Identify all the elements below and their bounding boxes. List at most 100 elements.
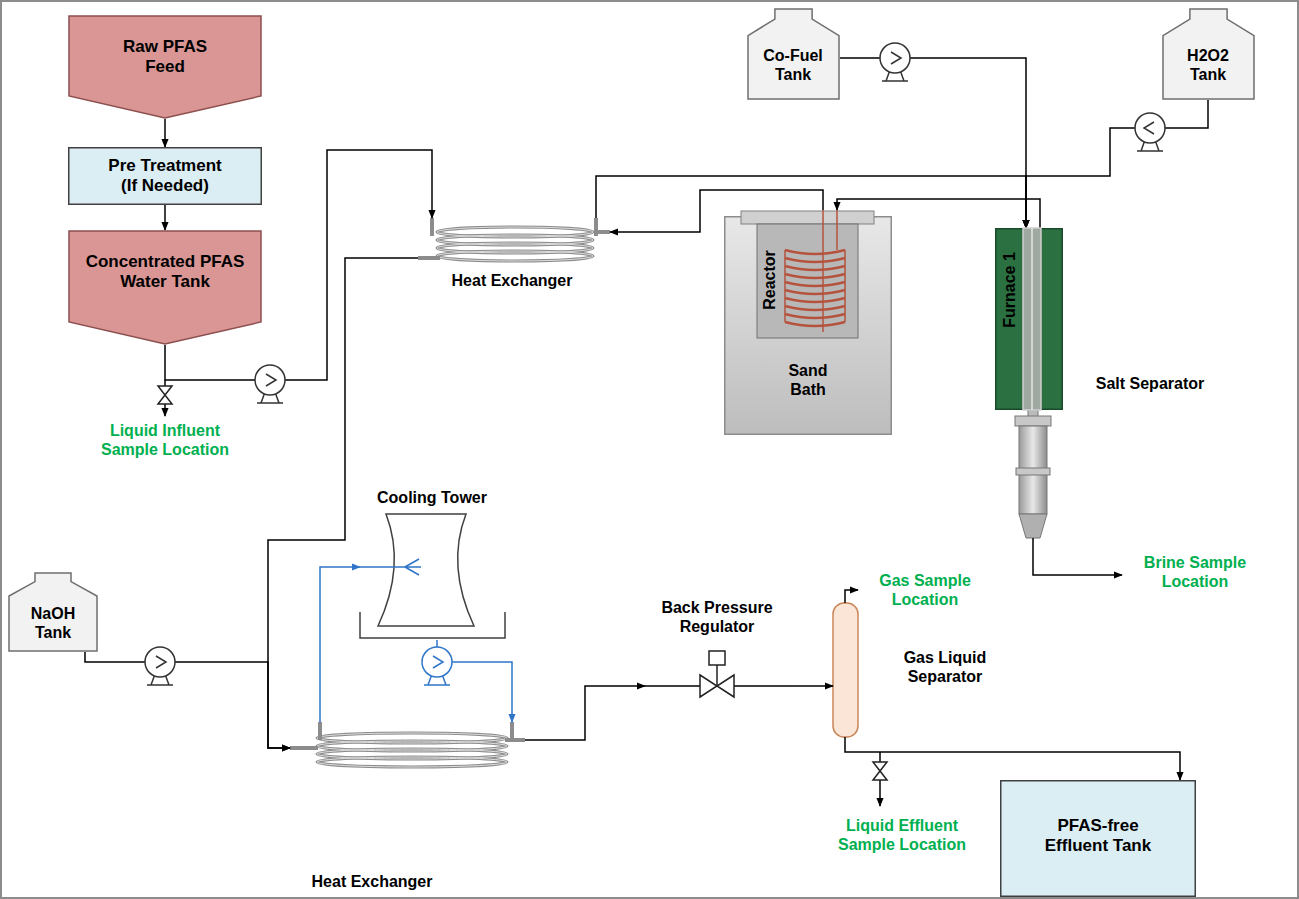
pump [880,43,910,81]
flow-line [164,119,166,147]
valve [716,665,718,686]
node-outline [785,210,845,332]
pump [891,52,901,64]
sample-location-label: Liquid Influent Sample Location [93,421,238,459]
node-outline [785,290,845,294]
pump [1135,113,1165,151]
valve [158,386,172,404]
node-label: Reactor [760,250,779,310]
node-label: Heat Exchanger [422,271,602,290]
node-outline [785,282,845,286]
node-outline [1023,228,1041,410]
sample-line [879,780,881,806]
node-outline [740,210,875,340]
node-label: Back Pressure Regulator [647,598,787,636]
heat-exchanger-coil [437,251,593,261]
valve [873,762,887,780]
flow-line [1026,100,1208,228]
node-outline [996,229,1063,410]
node-label: Co-Fuel Tank [756,46,831,84]
node-outline [785,258,845,262]
salt-separator-body [1016,468,1050,475]
heat-exchanger: Heat Exchanger [290,722,525,893]
pump [255,365,285,395]
sample-location-label: Gas Sample Location [865,571,985,609]
reactor-vessel: Reactor [740,210,875,340]
node-label: Pre Treatment (If Needed) [101,156,229,197]
sample-line [164,404,166,416]
node-outline [1163,9,1254,99]
salt-separator: Salt Separator [1005,372,1220,545]
node-outline [69,231,261,344]
pump [422,647,452,685]
heat-exchanger-coil [317,733,507,767]
chemical-tank: H2O2 Tank [1162,8,1255,100]
node-outline [69,148,262,205]
flow-line [790,685,833,687]
node-outline [785,266,845,270]
node-outline [9,573,97,651]
separator-vessel [833,603,858,737]
sample-line [845,590,858,603]
cooling-tower: Cooling Tower [360,488,505,640]
back-pressure-regulator: Back Pressure Regulator [645,595,790,700]
salt-separator-body [1015,410,1051,538]
salt-separator-body [1019,514,1047,538]
sample-line [164,380,166,386]
process-box: Pre Treatment (If Needed) [68,147,262,205]
node-label: H2O2 Tank [1173,46,1243,84]
pump [145,647,175,677]
node-outline [785,306,845,310]
node-outline [741,211,874,224]
sample-line [1033,538,1122,575]
flow-line [85,652,290,748]
feed-tank: Concentrated PFAS Water Tank [68,230,262,345]
pump [156,656,166,668]
chemical-tank: NaOH Tank [8,572,98,652]
node-label: Raw PFAS Feed [110,37,220,78]
flow-line [845,737,1180,780]
cooling-tower-shape [360,514,505,638]
separator-vessel [833,603,858,737]
cooling-tower-shape [360,559,421,575]
sample-location-label: Liquid Effluent Sample Location [830,816,975,854]
cooling-tower-shape [378,514,474,626]
node-label: Heat Exchanger [282,872,462,891]
node-label: Furnace 1 [1000,252,1019,328]
valve [709,651,725,665]
heat-exchanger-coil [418,218,610,258]
node-label: PFAS-free Effluent Tank [1036,816,1161,857]
node-outline [785,322,845,326]
pump [1144,122,1154,134]
salt-separator-body [1015,416,1051,426]
pump [255,365,285,403]
pump [433,656,443,668]
node-outline [785,298,845,302]
feed-tank: Raw PFAS Feed [68,15,262,119]
flow-line [164,205,166,230]
node-label: Gas Liquid Separator [885,648,1005,686]
effluent-tank: PFAS-free Effluent Tank [1000,780,1196,897]
node-label: Concentrated PFAS Water Tank [85,252,245,293]
node-outline [748,9,839,99]
sample-location-label: Brine Sample Location [1128,553,1263,591]
node-label: Cooling Tower [360,488,505,507]
furnace: Furnace 1 [995,228,1063,410]
sample-line [165,380,1122,806]
node-outline [69,16,261,118]
sample-line [879,752,881,762]
heat-exchanger: Heat Exchanger [418,218,610,294]
gas-liquid-separator: Gas Liquid Separator [833,603,1015,737]
pump [266,374,276,386]
valve [158,386,887,780]
heat-exchanger-coil [317,733,507,767]
cooling-tower-shape [360,612,505,638]
heat-exchanger-coil [437,227,593,261]
chemical-tank: Co-Fuel Tank [747,8,840,100]
heat-exchanger-coil [437,227,593,261]
flow-line [596,176,1026,228]
flow-line [320,567,360,722]
node-label: Salt Separator [1075,374,1225,393]
